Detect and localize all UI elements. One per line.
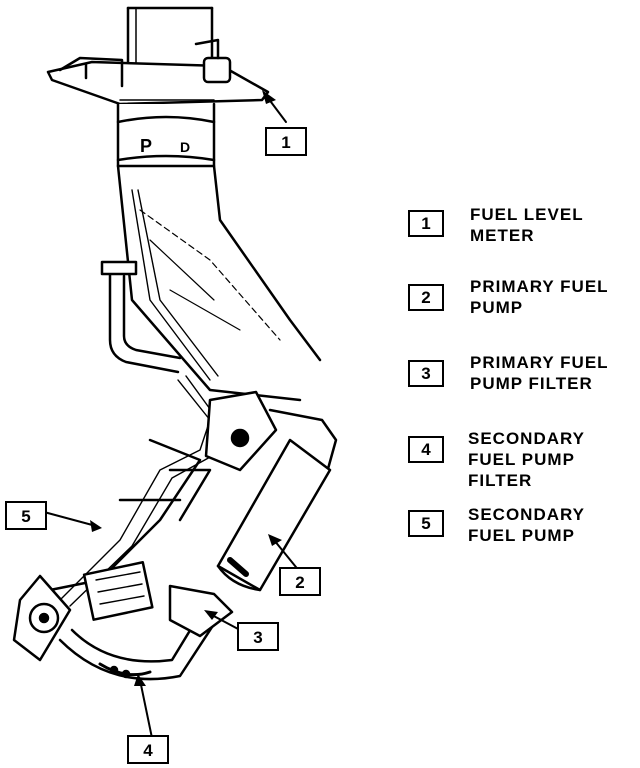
legend-4-line-2: FUEL PUMP [468, 450, 575, 469]
legend-4-number: 4 [408, 436, 444, 463]
return-line [100, 260, 182, 374]
legend-4-text: SECONDARY FUEL PUMP FILTER [468, 428, 585, 491]
sender-tube [116, 164, 322, 402]
legend-3-line-2: PUMP FILTER [470, 374, 593, 393]
secondary-pump-filter [98, 662, 152, 679]
callout-4-number: 4 [143, 741, 153, 760]
legend-3-number: 3 [408, 360, 444, 387]
leader-arrowhead-5 [90, 520, 102, 532]
legend-2-number: 2 [408, 284, 444, 311]
leader-arrowhead-4 [134, 674, 146, 686]
fuel-level-meter [116, 102, 216, 168]
legend-5-number: 5 [408, 510, 444, 537]
legend-1-line-2: METER [470, 226, 535, 245]
primary-fuel-pump [216, 438, 332, 592]
callout-5-number: 5 [21, 507, 30, 526]
callout-4: 4 [127, 735, 169, 764]
legend-5-line-1: SECONDARY [468, 505, 585, 524]
legend-1-number: 1 [408, 210, 444, 237]
bottom-reservoir [12, 574, 216, 681]
primary-pump-filter [168, 584, 234, 638]
leader-arrowhead-1 [262, 90, 276, 104]
wiring-harness [59, 189, 219, 607]
leader-arrowhead-2 [268, 534, 282, 546]
leader-arrowhead-3 [204, 610, 218, 620]
legend-4-line-3: FILTER [468, 471, 533, 490]
legend-2-line-2: PUMP [470, 298, 524, 317]
leader-lines [43, 97, 301, 739]
legend-1-text: FUEL LEVEL METER [470, 204, 584, 246]
legend-2-line-1: PRIMARY FUEL [470, 277, 609, 296]
mounting-flange [46, 38, 270, 106]
legend-4-line-1: SECONDARY [468, 429, 585, 448]
callout-2: 2 [279, 567, 321, 596]
legend-2-text: PRIMARY FUEL PUMP [470, 276, 609, 318]
callout-1: 1 [265, 127, 307, 156]
callout-1-number: 1 [281, 133, 290, 152]
legend-5-line-2: FUEL PUMP [468, 526, 575, 545]
legend-5-text: SECONDARY FUEL PUMP [468, 504, 585, 546]
legend-3-text: PRIMARY FUEL PUMP FILTER [470, 352, 609, 394]
meter-mark-d: D [180, 139, 190, 155]
meter-mark-p: P [140, 136, 152, 156]
callout-2-number: 2 [295, 573, 304, 592]
callout-5: 5 [5, 501, 47, 530]
callout-3-number: 3 [253, 628, 262, 647]
legend-3-line-1: PRIMARY FUEL [470, 353, 609, 372]
callout-3: 3 [237, 622, 279, 651]
legend-1-line-1: FUEL LEVEL [470, 205, 584, 224]
